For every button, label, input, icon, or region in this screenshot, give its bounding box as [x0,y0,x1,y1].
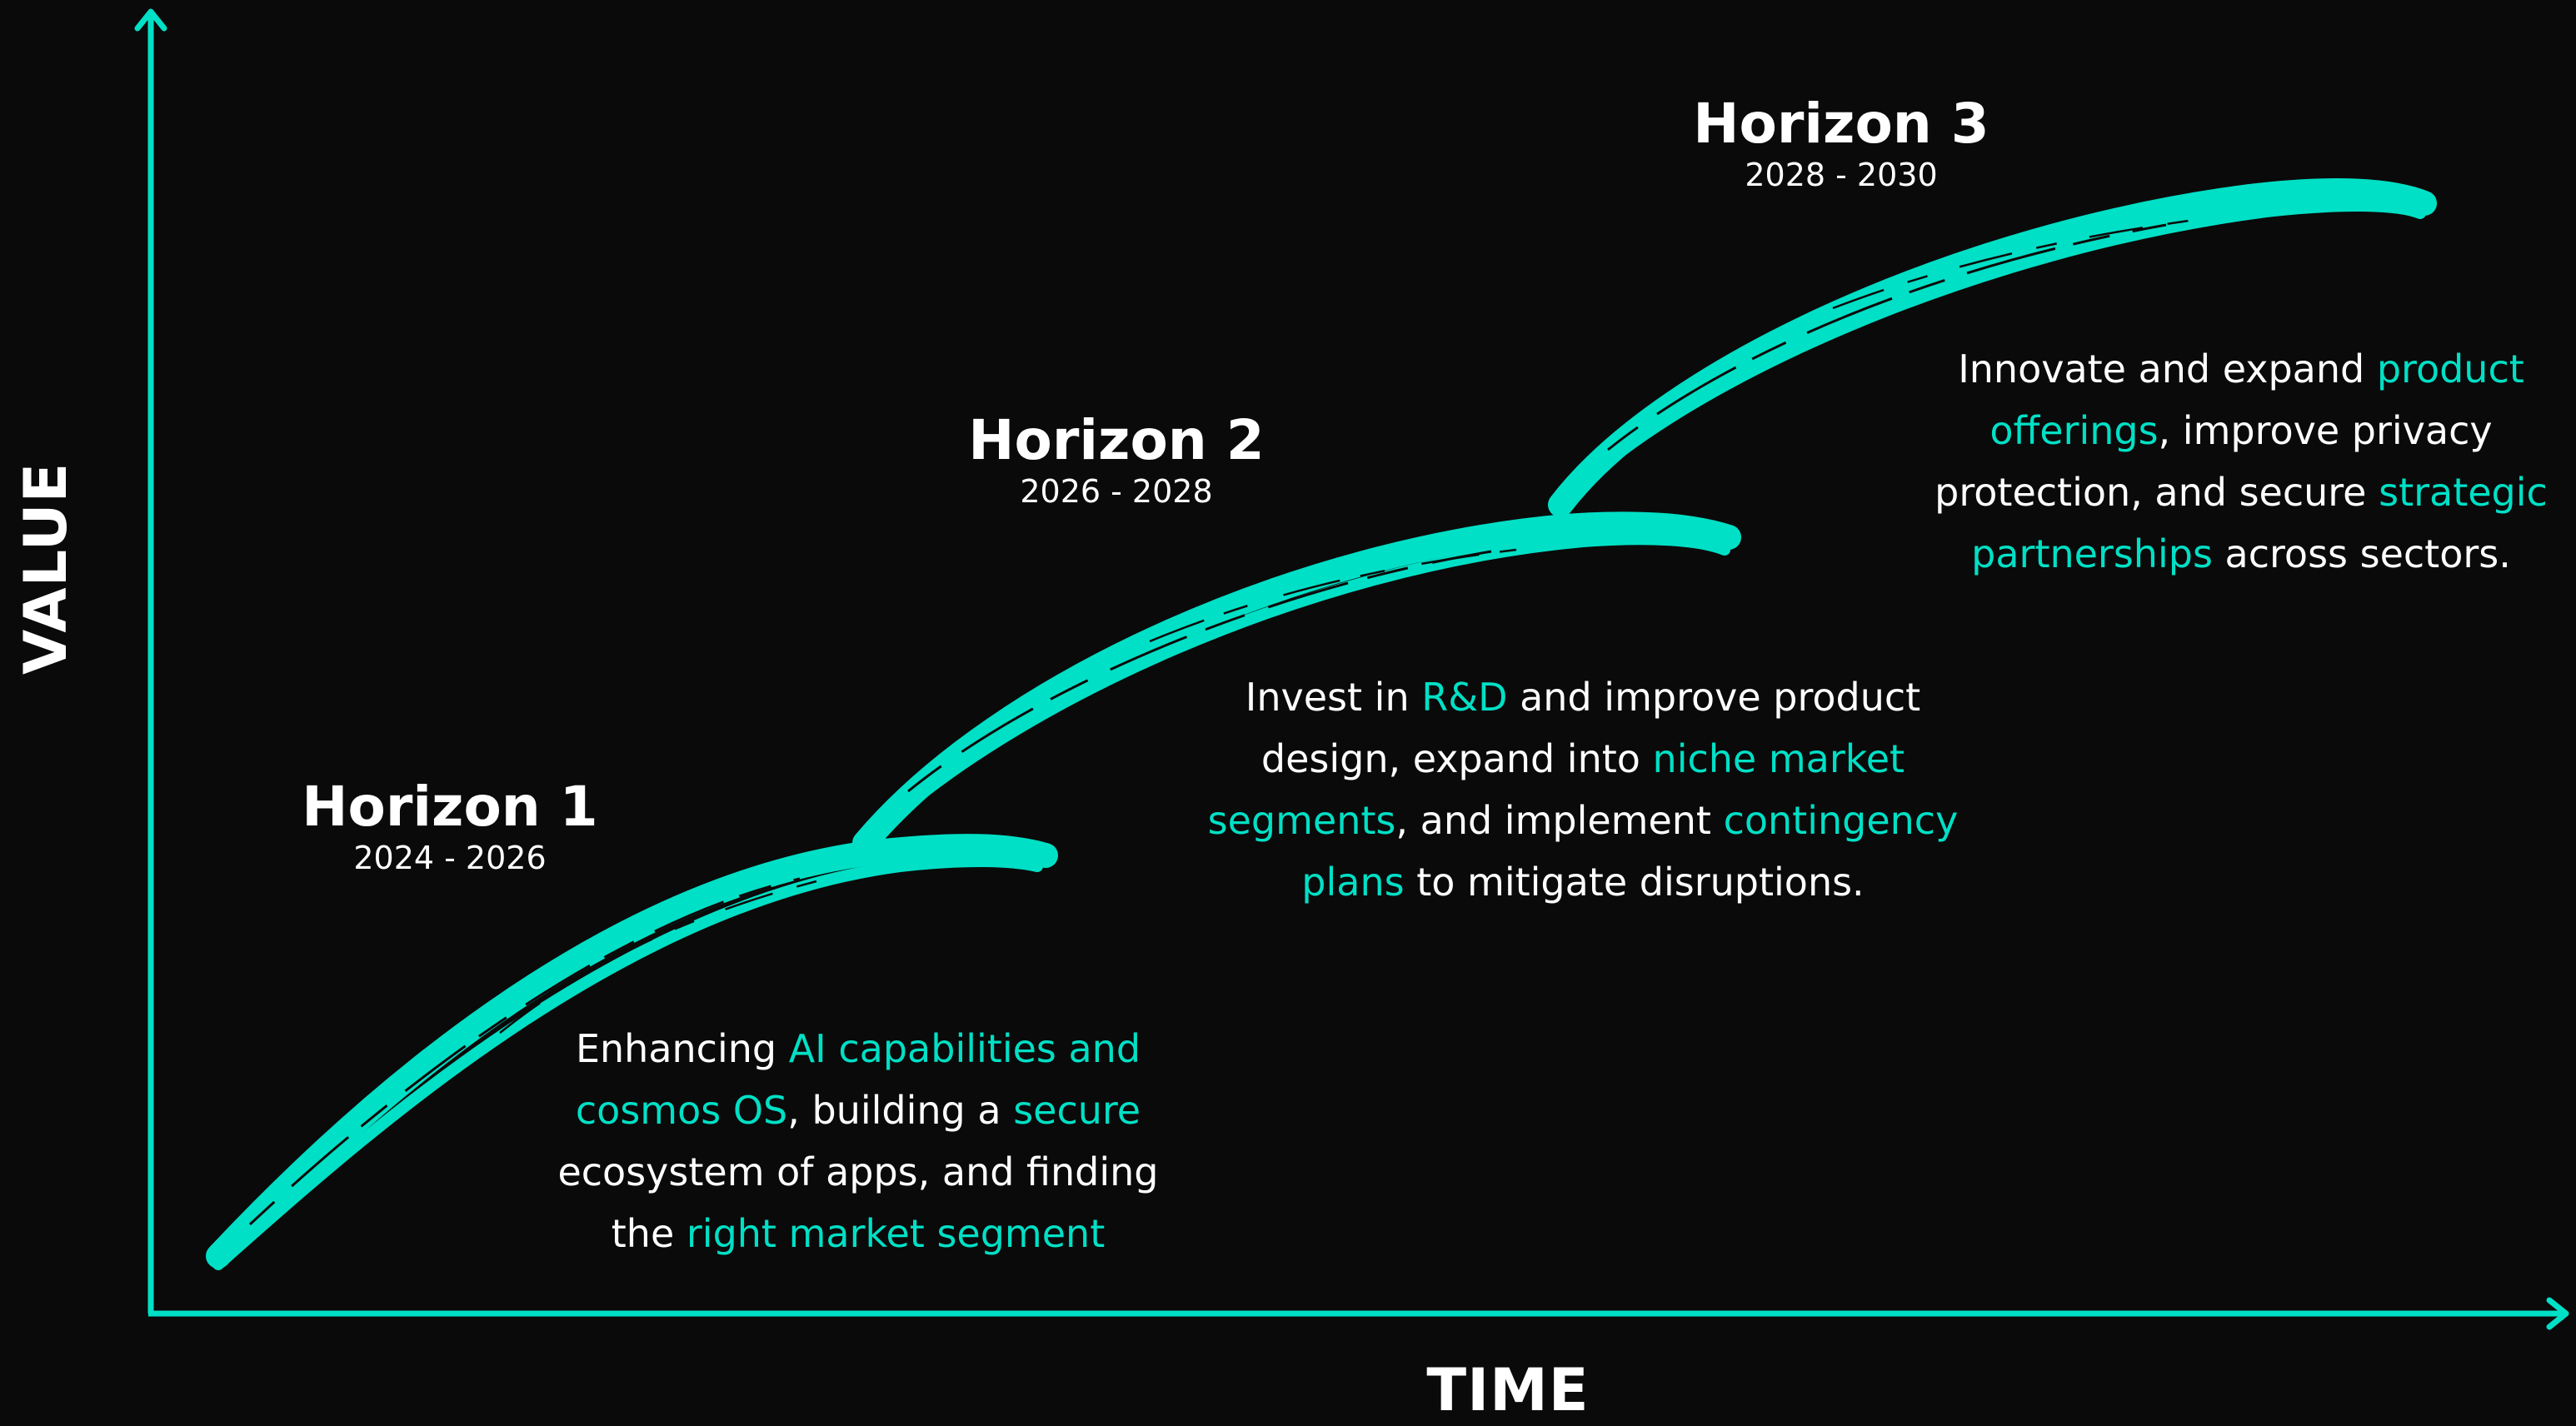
description-line: Innovate and expand product [1875,338,2576,400]
horizon-2-years: 2026 - 2028 [1020,473,1213,510]
description-text: Invest in [1245,675,1422,720]
description-highlight: partnerships [1971,531,2213,576]
horizon-3-header: Horizon 3 2028 - 2030 [1675,92,2008,193]
description-text: to mitigate disruptions. [1404,860,1865,905]
description-line: segments, and implement contingency [1150,790,2016,851]
horizon-2-description: Invest in R&D and improve product design… [1150,666,2016,913]
description-text: and improve product [1507,675,1921,720]
description-highlight: strategic [2379,470,2548,515]
description-highlight: right market segment [686,1211,1106,1256]
description-line: design, expand into niche market [1150,728,2016,790]
description-text: Enhancing [575,1026,789,1071]
description-text: Innovate and expand [1958,347,2377,391]
y-axis-arrowhead [134,8,167,32]
horizon-1-description: Enhancing AI capabilities and cosmos OS,… [500,1018,1216,1264]
horizon-2-title: Horizon 2 [968,408,1265,472]
horizon-1-title: Horizon 1 [302,775,598,839]
description-line: ecosystem of apps, and finding [500,1141,1216,1203]
description-text: , building a [787,1088,1014,1133]
horizon-1-header: Horizon 1 2024 - 2026 [283,775,617,876]
description-highlight: segments [1207,798,1396,843]
description-line: offerings, improve privacy [1875,400,2576,461]
horizon-3-title: Horizon 3 [1693,92,1989,156]
description-line: Invest in R&D and improve product [1150,666,2016,728]
x-axis-arrowhead [2546,1297,2569,1330]
description-highlight: offerings [1989,408,2159,453]
description-highlight: AI capabilities and [788,1026,1141,1071]
x-axis-label: TIME [1426,1356,1590,1424]
description-line: the right market segment [500,1203,1216,1264]
description-text: the [611,1211,686,1256]
description-highlight: plans [1301,860,1405,905]
horizon-2-header: Horizon 2 2026 - 2028 [950,408,1283,510]
horizon-2-curve [852,511,1741,855]
description-highlight: product [2376,347,2524,391]
description-line: protection, and secure strategic [1875,461,2576,523]
description-text: protection, and secure [1934,470,2379,515]
description-highlight: secure [1013,1088,1141,1133]
description-text: , and implement [1395,798,1724,843]
horizon-3-years: 2028 - 2030 [1745,157,1938,193]
description-line: plans to mitigate disruptions. [1150,851,2016,913]
horizon-3-curve [1548,178,2437,517]
description-highlight: cosmos OS [575,1088,788,1133]
description-text: design, expand into [1261,736,1653,781]
y-axis-label: VALUE [12,461,80,675]
description-highlight: contingency [1723,798,1959,843]
description-line: partnerships across sectors. [1875,523,2576,585]
description-line: Enhancing AI capabilities and [500,1018,1216,1079]
horizon-3-description: Innovate and expand product offerings, i… [1875,338,2576,585]
description-text: across sectors. [2212,531,2511,576]
description-line: cosmos OS, building a secure [500,1079,1216,1141]
description-text: , improve privacy [2158,408,2493,453]
description-highlight: niche market [1652,736,1905,781]
horizon-1-curve [206,834,1058,1270]
description-text: ecosystem of apps, and finding [557,1149,1159,1194]
horizon-1-years: 2024 - 2026 [353,840,547,876]
description-highlight: R&D [1421,675,1508,720]
